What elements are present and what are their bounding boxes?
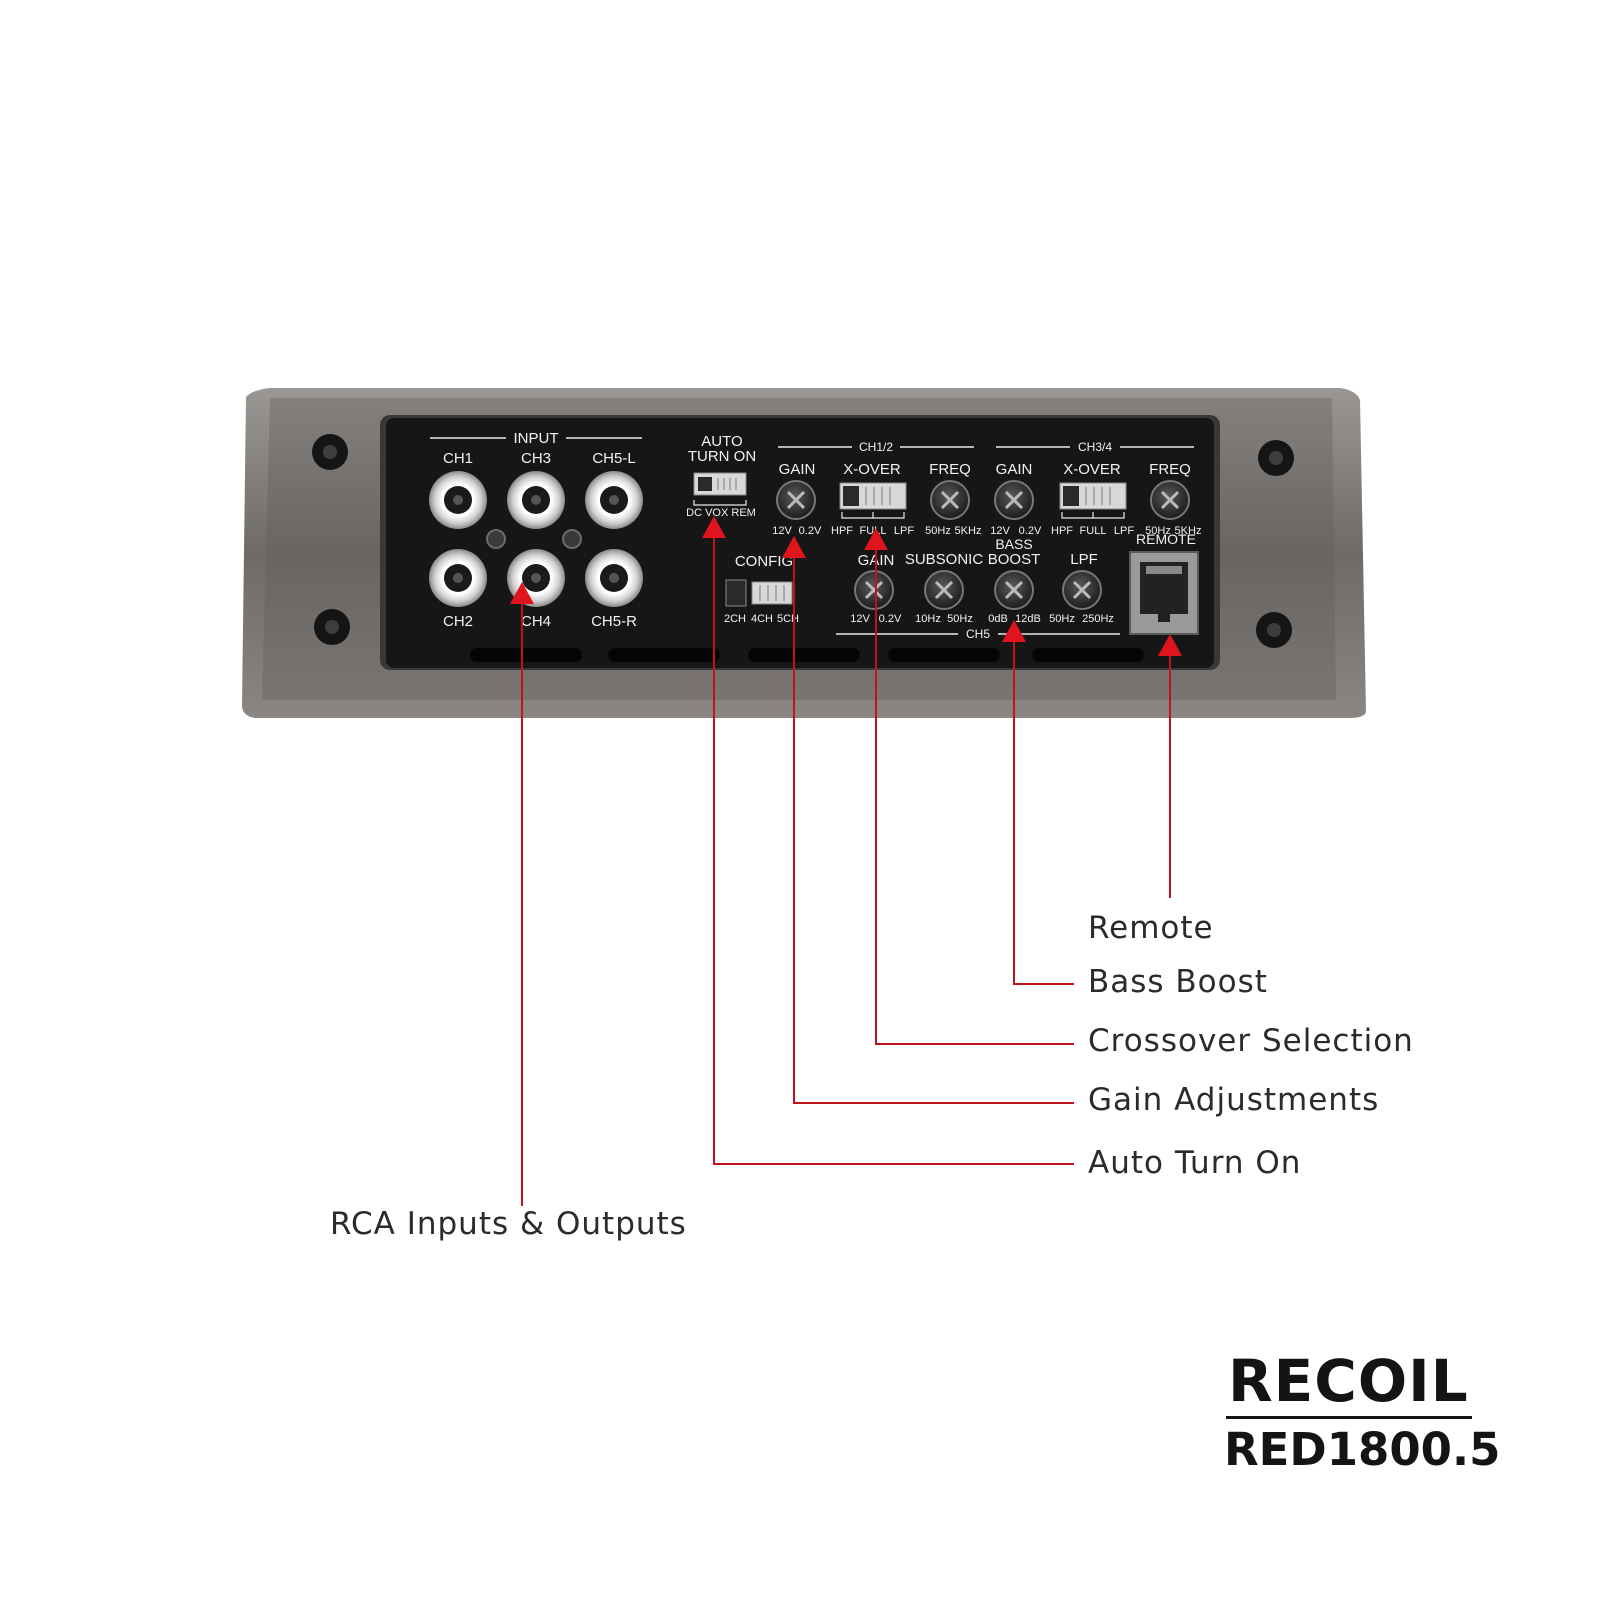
rca-jack-ch5-l[interactable]: [585, 471, 643, 529]
ch34-xover-switch[interactable]: [1059, 482, 1127, 510]
rca-label-ch2: CH2: [443, 613, 473, 630]
arrow-icon: [1158, 634, 1182, 656]
callout-auto-turn-on: Auto Turn On: [1088, 1145, 1302, 1181]
ch34-group-label: CH3/4: [1078, 440, 1112, 454]
config-switch[interactable]: [725, 579, 793, 607]
arrow-icon: [1002, 620, 1026, 642]
arrow-icon: [510, 582, 534, 604]
config-label: CONFIG: [735, 553, 793, 570]
config-option-4ch: 4CH: [751, 613, 773, 625]
chassis-screws: [312, 434, 1294, 648]
auto-turn-on-switch[interactable]: [693, 472, 747, 496]
ch34-freq-knob[interactable]: [1150, 480, 1190, 520]
callout-remote: Remote: [1088, 910, 1214, 946]
ground-screw-icon: [486, 529, 506, 549]
rca-label-ch4: CH4: [521, 613, 551, 630]
bass-boost-label-line1: BASS: [995, 536, 1032, 552]
ch12-freq-max: 5KHz: [955, 525, 982, 537]
ch34-xover-hpf: HPF: [1051, 525, 1073, 537]
ch12-xover-switch[interactable]: [839, 482, 907, 510]
remote-label: REMOTE: [1136, 531, 1196, 547]
bass-boost-knob[interactable]: [994, 570, 1034, 610]
ch34-freq-min: 50Hz: [1145, 525, 1171, 537]
callout-crossover: Crossover Selection: [1088, 1023, 1414, 1059]
leader-bass-boost: [1013, 624, 1074, 985]
rca-jacks: [429, 471, 643, 607]
rca-jack-ch1[interactable]: [429, 471, 487, 529]
ch34-xover-lpf: LPF: [1114, 525, 1134, 537]
leader-gain: [793, 540, 1074, 1104]
ch12-freq-knob[interactable]: [930, 480, 970, 520]
arrow-icon: [782, 536, 806, 558]
ch12-freq-label: FREQ: [929, 461, 971, 478]
ch5-gain-min: 12V: [850, 613, 870, 625]
ch12-gain-label: GAIN: [779, 461, 816, 478]
ch34-freq-max: 5KHz: [1175, 525, 1202, 537]
auto-turn-on-label-line2: TURN ON: [688, 448, 756, 465]
ch34-gain-label: GAIN: [996, 461, 1033, 478]
subsonic-min: 10Hz: [915, 613, 941, 625]
lpf-knob[interactable]: [1062, 570, 1102, 610]
ch34-xover-full: FULL: [1080, 525, 1107, 537]
ch34-gain-max: 0.2V: [1019, 525, 1042, 537]
config-option-5ch: 5CH: [777, 613, 799, 625]
vent-slots: [470, 648, 1144, 662]
rca-label-ch1: CH1: [443, 450, 473, 467]
bass-boost-min: 0dB: [988, 613, 1008, 625]
arrow-icon: [702, 516, 726, 538]
remote-port[interactable]: [1129, 551, 1199, 635]
callout-rca: RCA Inputs & Outputs: [330, 1206, 687, 1242]
ch12-xover-hpf: HPF: [831, 525, 853, 537]
lpf-max: 250Hz: [1082, 613, 1114, 625]
rca-label-ch5-l: CH5-L: [592, 450, 635, 467]
ch34-gain-min: 12V: [990, 525, 1010, 537]
callout-gain: Gain Adjustments: [1088, 1082, 1380, 1118]
control-panel: INPUT CH1 CH3 CH5-L CH2 CH4 CH5-R AUTO T…: [386, 418, 1214, 668]
ch12-freq-min: 50Hz: [925, 525, 951, 537]
ch34-gain-knob[interactable]: [994, 480, 1034, 520]
brand-divider: [1226, 1416, 1472, 1419]
callout-bass-boost: Bass Boost: [1088, 964, 1268, 1000]
callout-arrowheads: [510, 516, 1182, 656]
rca-label-ch3: CH3: [521, 450, 551, 467]
ch12-xover-full: FULL: [860, 525, 887, 537]
bass-boost-max: 12dB: [1015, 613, 1041, 625]
auto-turn-on-label-line1: AUTO: [701, 433, 742, 450]
ch12-xover-lpf: LPF: [894, 525, 914, 537]
model-name: RED1800.5: [1224, 1423, 1501, 1476]
ground-screw-icon: [562, 529, 582, 549]
config-option-2ch: 2CH: [724, 613, 746, 625]
auto-turn-on-options: DC VOX REM: [686, 507, 756, 519]
bass-boost-label-line2: BOOST: [988, 551, 1041, 568]
ch12-group-label: CH1/2: [859, 440, 893, 454]
ch12-gain-knob[interactable]: [776, 480, 816, 520]
ch12-gain-min: 12V: [772, 525, 792, 537]
rca-label-ch5-r: CH5-R: [591, 613, 637, 630]
callout-leaders: [521, 520, 1171, 1206]
lpf-label: LPF: [1070, 551, 1098, 568]
rca-jack-ch2[interactable]: [429, 549, 487, 607]
arrow-icon: [864, 528, 888, 550]
rca-jack-ch3[interactable]: [507, 471, 565, 529]
subsonic-knob[interactable]: [924, 570, 964, 610]
ch34-xover-label: X-OVER: [1063, 461, 1121, 478]
ch12-xover-label: X-OVER: [843, 461, 901, 478]
ch5-gain-max: 0.2V: [879, 613, 902, 625]
ch5-group-label: CH5: [966, 627, 990, 641]
subsonic-label: SUBSONIC: [905, 551, 984, 568]
subsonic-max: 50Hz: [947, 613, 973, 625]
rca-jack-ch5-r[interactable]: [585, 549, 643, 607]
ch34-freq-label: FREQ: [1149, 461, 1191, 478]
ch12-gain-max: 0.2V: [799, 525, 822, 537]
input-group-label: INPUT: [514, 430, 559, 447]
lpf-min: 50Hz: [1049, 613, 1075, 625]
leader-crossover: [875, 532, 1074, 1045]
ch5-gain-knob[interactable]: [854, 570, 894, 610]
leader-auto-turn-on: [713, 520, 1074, 1165]
brand-logo: RECOIL: [1228, 1347, 1469, 1415]
